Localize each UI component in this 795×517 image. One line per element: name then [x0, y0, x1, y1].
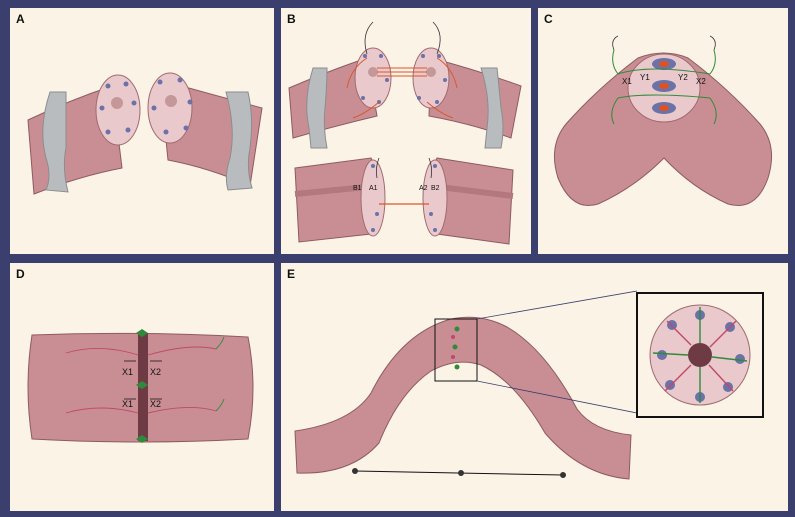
lower-left-vessel-end: [361, 160, 385, 236]
label-y2: Y2: [678, 73, 688, 82]
panel-a: A: [10, 8, 274, 254]
panel-d-illustration: X1 X2 X1 X2: [10, 263, 274, 511]
lower-right-vessel-end: [423, 160, 447, 236]
zoom-lumen: [688, 343, 712, 367]
panel-a-illustration: [10, 8, 274, 254]
panel-c-illustration: X1 Y1 Y2 X2: [538, 8, 788, 254]
label-x1-lower: X1: [122, 399, 133, 409]
upper-left-clamp: [307, 68, 327, 148]
lumen-nodules: [652, 58, 676, 114]
right-lumen: [165, 95, 177, 107]
label-x2-upper: X2: [150, 367, 161, 377]
label-a2: A2: [419, 185, 428, 192]
panel-d: D X1 X2 X1 X2: [10, 263, 274, 511]
panel-e-illustration: [281, 263, 788, 511]
label-x2-lower: X2: [150, 399, 161, 409]
left-lumen: [111, 97, 123, 109]
panel-b-illustration: B1 A1 A2 B2: [281, 8, 531, 254]
panel-e: E: [281, 263, 788, 511]
label-x1-upper: X1: [122, 367, 133, 377]
baseline-markers: [352, 468, 566, 478]
label-a1: A1: [369, 185, 378, 192]
label-x2: X2: [696, 77, 706, 86]
label-b1: B1: [353, 185, 362, 192]
arched-vessel: [295, 317, 631, 479]
panel-c: C X1 Y1 Y2 X2: [538, 8, 788, 254]
label-b2: B2: [431, 185, 440, 192]
panel-b: B: [281, 8, 531, 254]
label-x1: X1: [622, 77, 632, 86]
upper-left-vessel-end: [355, 48, 391, 108]
label-y1: Y1: [640, 73, 650, 82]
